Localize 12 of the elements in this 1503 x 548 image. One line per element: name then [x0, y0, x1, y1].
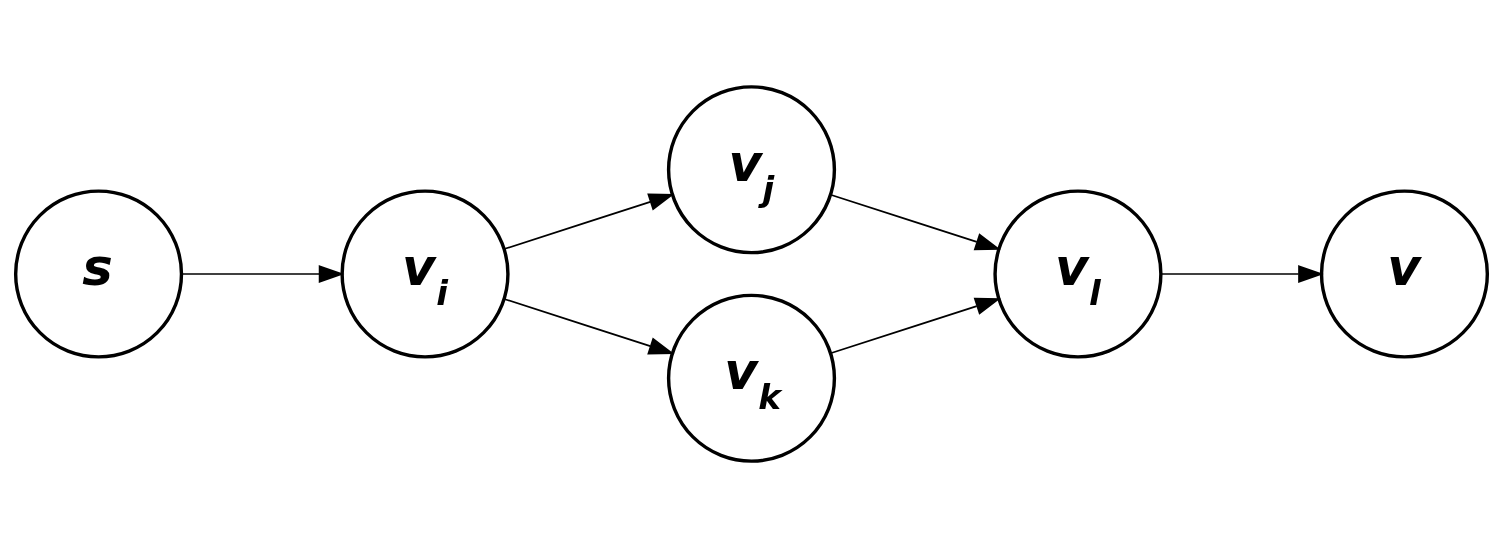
- arrow: [829, 297, 1001, 355]
- arrow: [180, 265, 345, 283]
- node-circle: s: [13, 189, 184, 359]
- node-circle: v$_{k}$: [666, 293, 837, 463]
- arrow: [829, 193, 1001, 251]
- arrow: [503, 193, 675, 250]
- node-circle: v: [1319, 189, 1490, 359]
- node-circle: v$_{i}$: [340, 189, 510, 359]
- arrow: [1160, 265, 1324, 283]
- arrow: [503, 298, 675, 355]
- node-circle: v$_{j}$: [666, 85, 837, 255]
- node-circle: v$_{l}$: [993, 189, 1163, 359]
